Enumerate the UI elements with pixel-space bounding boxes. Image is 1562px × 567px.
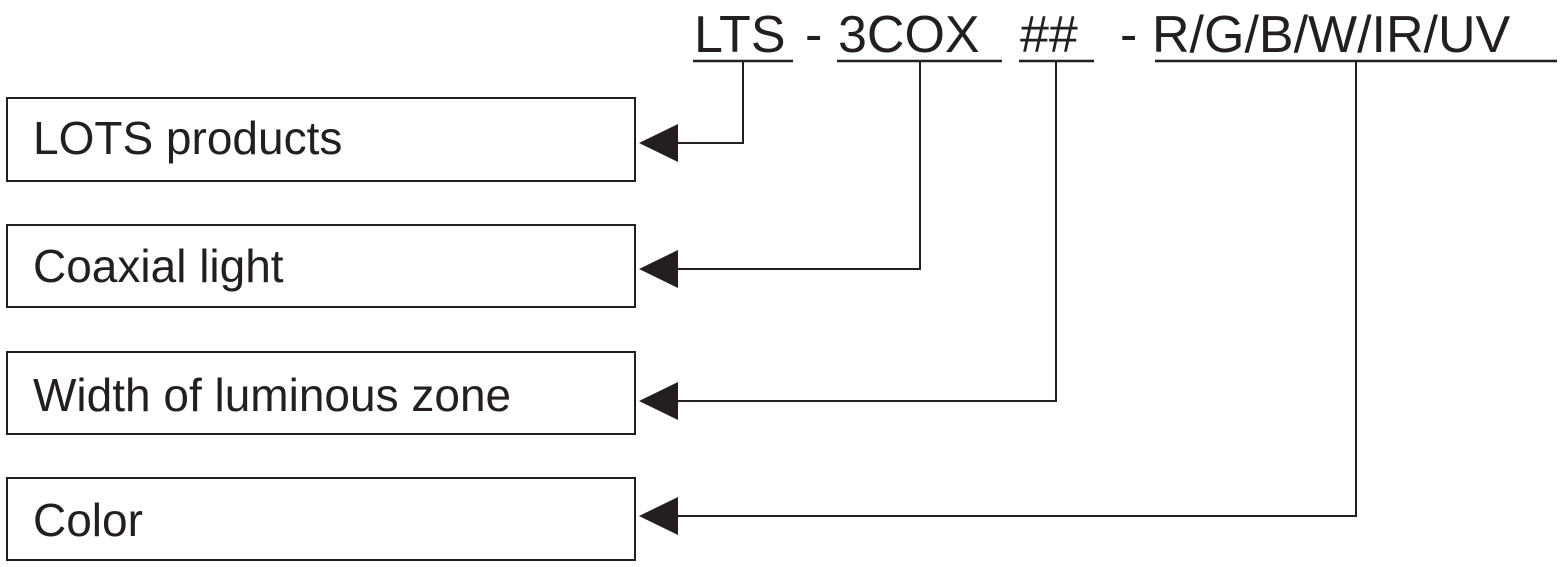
arrow-color-icon [639, 497, 678, 535]
connector-width [676, 61, 1057, 402]
arrow-coaxial-icon [639, 250, 678, 288]
box-labels: LOTS products Coaxial light Width of lum… [33, 112, 511, 546]
code-color: R/G/B/W/IR/UV [1152, 6, 1511, 64]
code-prefix: LTS [694, 6, 786, 64]
label-width-of-luminous-zone: Width of luminous zone [33, 369, 511, 421]
box-width-of-luminous-zone [6, 351, 636, 435]
connectors [676, 61, 1357, 517]
label-coaxial-light: Coaxial light [33, 240, 284, 292]
connector-type [676, 61, 921, 270]
box-lots-products [6, 97, 636, 182]
arrow-width-icon [639, 382, 678, 420]
label-boxes [6, 97, 636, 561]
code-separator-1: - [805, 6, 822, 64]
model-code: LTS - 3COX ## - R/G/B/W/IR/UV [694, 6, 1511, 64]
label-lots-products: LOTS products [33, 112, 342, 164]
box-coaxial-light [6, 224, 636, 308]
label-color: Color [33, 494, 143, 546]
connector-prefix [676, 61, 744, 144]
arrowheads [639, 124, 678, 535]
box-color [6, 477, 636, 561]
arrow-lots-icon [639, 124, 678, 162]
connector-color [676, 61, 1357, 517]
code-type: 3COX [838, 6, 980, 64]
code-width: ## [1020, 6, 1078, 64]
code-separator-2: - [1120, 6, 1137, 64]
